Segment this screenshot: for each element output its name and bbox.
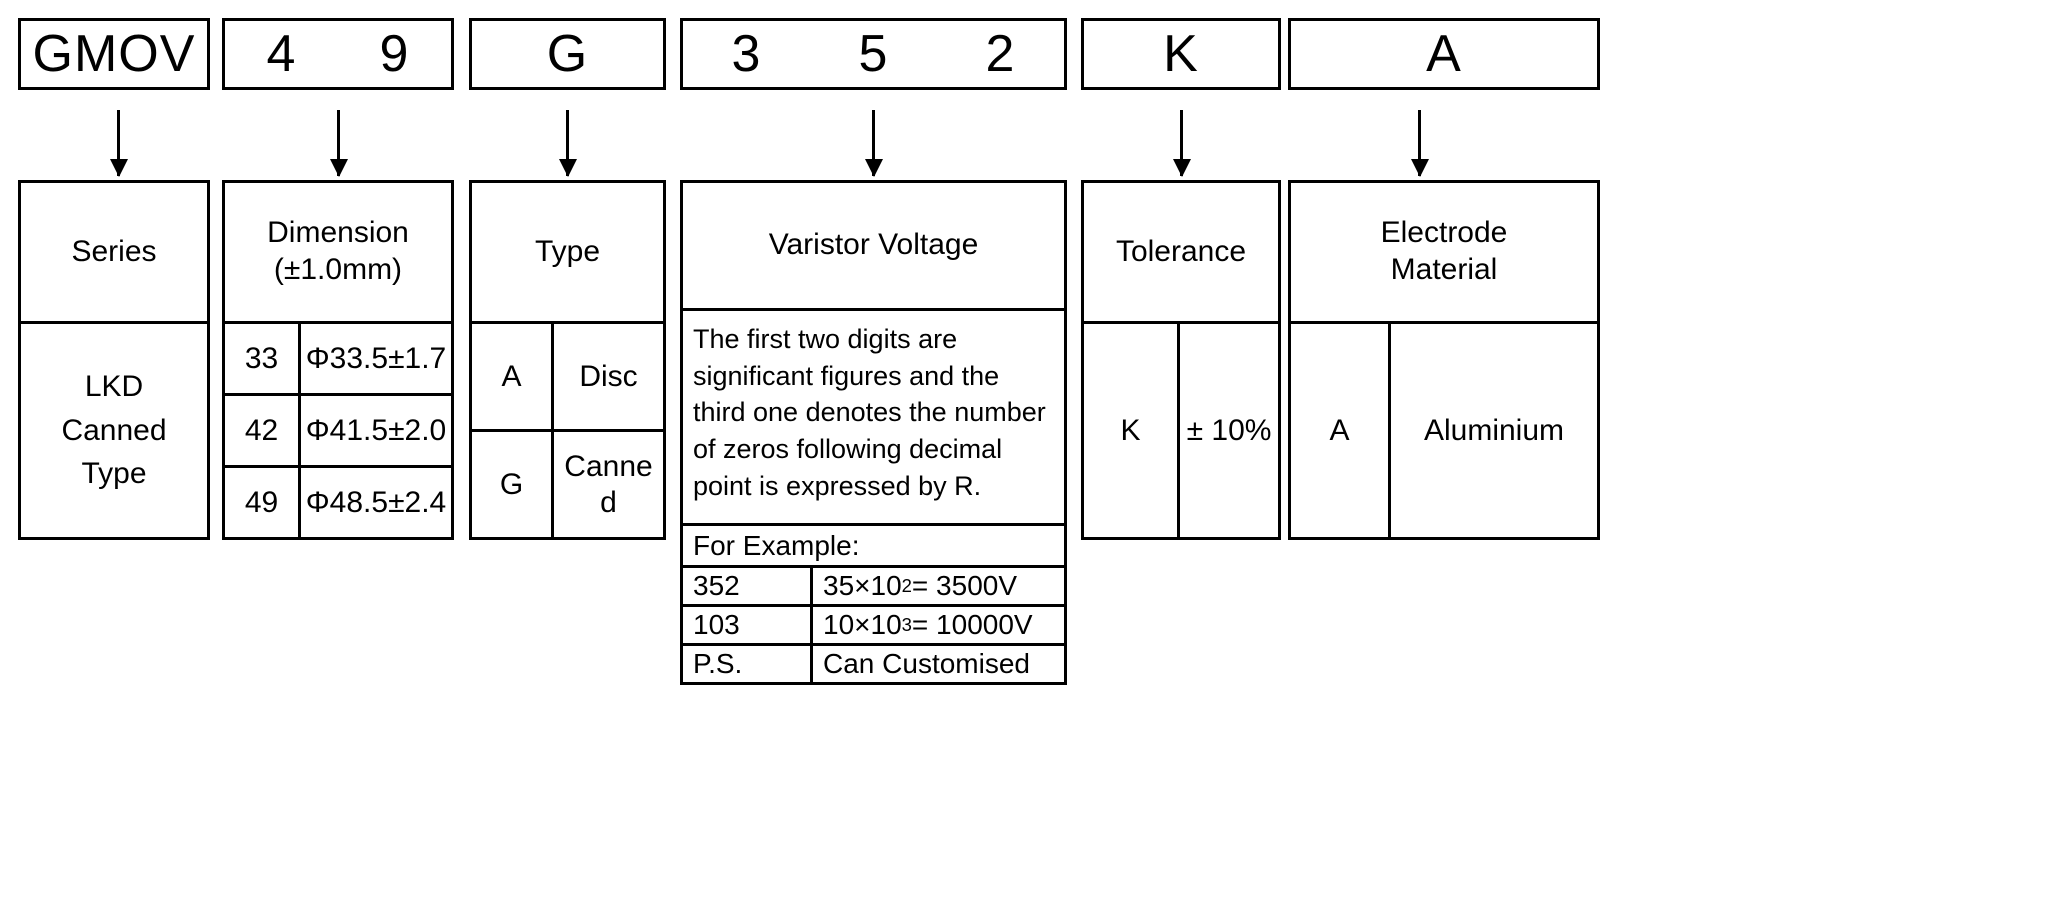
electrode-value: Aluminium bbox=[1423, 413, 1565, 447]
code-char: G bbox=[546, 25, 589, 83]
example-code: 352 bbox=[683, 568, 813, 604]
series-value: LKD Canned Type bbox=[61, 370, 167, 491]
dimension-rows: 33 Φ33.5±1.7 42 Φ41.5±2.0 49 Φ48.5±2.4 bbox=[225, 324, 451, 537]
panel-electrode-material: Electrode Material A Aluminium bbox=[1288, 180, 1600, 540]
arrow-tolerance bbox=[1180, 110, 1183, 176]
panel-varistor-voltage: Varistor Voltage The first two digits ar… bbox=[680, 180, 1067, 685]
code-char: A bbox=[1426, 25, 1462, 83]
example-calculation: Can Customised bbox=[813, 646, 1064, 682]
electrode-title-line2: Material bbox=[1390, 253, 1498, 286]
panel-title-tolerance: Tolerance bbox=[1084, 183, 1278, 324]
arrow-electrode-material bbox=[1418, 110, 1421, 176]
tolerance-value: ± 10% bbox=[1186, 413, 1272, 447]
table-row: P.S. Can Customised bbox=[683, 646, 1064, 682]
type-code: G bbox=[472, 432, 554, 537]
panel-type: Type A Disc G Canned bbox=[469, 180, 666, 540]
dimension-title-line1: Dimension bbox=[267, 216, 409, 250]
panel-series: Series LKD Canned Type bbox=[18, 180, 210, 540]
code-box-series: GMOV bbox=[18, 18, 210, 90]
dimension-value: Φ33.5±1.7 bbox=[305, 341, 447, 375]
dimension-code: 42 bbox=[225, 396, 301, 465]
example-mantissa: Can Customised bbox=[823, 648, 1030, 679]
tolerance-code: K bbox=[1084, 324, 1180, 537]
table-row: A Disc bbox=[472, 324, 663, 432]
electrode-row: A Aluminium bbox=[1291, 324, 1597, 537]
table-row: 49 Φ48.5±2.4 bbox=[225, 468, 451, 537]
arrow-series bbox=[117, 110, 120, 176]
example-code: 103 bbox=[683, 607, 813, 643]
panel-title-varistor-voltage: Varistor Voltage bbox=[683, 183, 1064, 311]
dimension-value: Φ41.5±2.0 bbox=[305, 413, 447, 447]
panel-title-series: Series bbox=[21, 183, 207, 324]
type-value: Canned bbox=[564, 449, 653, 519]
tolerance-row: K ± 10% bbox=[1084, 324, 1278, 537]
electrode-code: A bbox=[1291, 324, 1391, 537]
panel-tolerance: Tolerance K ± 10% bbox=[1081, 180, 1281, 540]
table-row: 42 Φ41.5±2.0 bbox=[225, 396, 451, 468]
dimension-code: 33 bbox=[225, 324, 301, 393]
code-box-dimension: 4 9 bbox=[222, 18, 454, 90]
example-table-title: For Example: bbox=[683, 526, 1064, 568]
panel-title-type: Type bbox=[472, 183, 663, 324]
panel-dimension: Dimension (±1.0mm) 33 Φ33.5±1.7 42 Φ41.5… bbox=[222, 180, 454, 540]
panel-body-tolerance: K ± 10% bbox=[1084, 324, 1278, 537]
table-row: G Canned bbox=[472, 432, 663, 537]
varistor-voltage-description: The first two digits are significant fig… bbox=[683, 311, 1064, 526]
code-box-electrode-material: A bbox=[1288, 18, 1600, 90]
example-mantissa: 10×10 bbox=[823, 609, 902, 640]
code-char: GMOV bbox=[32, 25, 196, 83]
example-result: = 10000V bbox=[911, 609, 1033, 640]
code-box-tolerance: K bbox=[1081, 18, 1281, 90]
type-value: Disc bbox=[579, 359, 638, 393]
dimension-title-line2: (±1.0mm) bbox=[273, 253, 403, 286]
code-char: 3 bbox=[731, 25, 762, 83]
code-char: K bbox=[1163, 25, 1199, 83]
dimension-value: Φ48.5±2.4 bbox=[305, 485, 447, 519]
code-char: 4 bbox=[266, 25, 297, 83]
example-mantissa: 35×10 bbox=[823, 570, 902, 601]
dimension-code: 49 bbox=[225, 468, 301, 537]
example-result: = 3500V bbox=[911, 570, 1018, 601]
code-box-varistor-voltage: 3 5 2 bbox=[680, 18, 1067, 90]
arrow-varistor-voltage bbox=[872, 110, 875, 176]
panel-body-type: A Disc G Canned bbox=[472, 324, 663, 537]
panel-body-dimension: 33 Φ33.5±1.7 42 Φ41.5±2.0 49 Φ48.5±2.4 bbox=[225, 324, 451, 537]
panel-body-series: LKD Canned Type bbox=[21, 324, 207, 537]
code-char: 9 bbox=[379, 25, 410, 83]
example-code: P.S. bbox=[683, 646, 813, 682]
arrow-type bbox=[566, 110, 569, 176]
code-char: 2 bbox=[985, 25, 1016, 83]
code-char: 5 bbox=[858, 25, 889, 83]
electrode-title-line1: Electrode bbox=[1380, 216, 1508, 250]
type-rows: A Disc G Canned bbox=[472, 324, 663, 537]
table-row: 33 Φ33.5±1.7 bbox=[225, 324, 451, 396]
panel-title-dimension: Dimension (±1.0mm) bbox=[225, 183, 451, 324]
arrow-dimension bbox=[337, 110, 340, 176]
panel-body-varistor-voltage: The first two digits are significant fig… bbox=[683, 311, 1064, 682]
type-code: A bbox=[472, 324, 554, 429]
panel-title-electrode-material: Electrode Material bbox=[1291, 183, 1597, 324]
panel-body-electrode-material: A Aluminium bbox=[1291, 324, 1597, 537]
code-box-type: G bbox=[469, 18, 666, 90]
